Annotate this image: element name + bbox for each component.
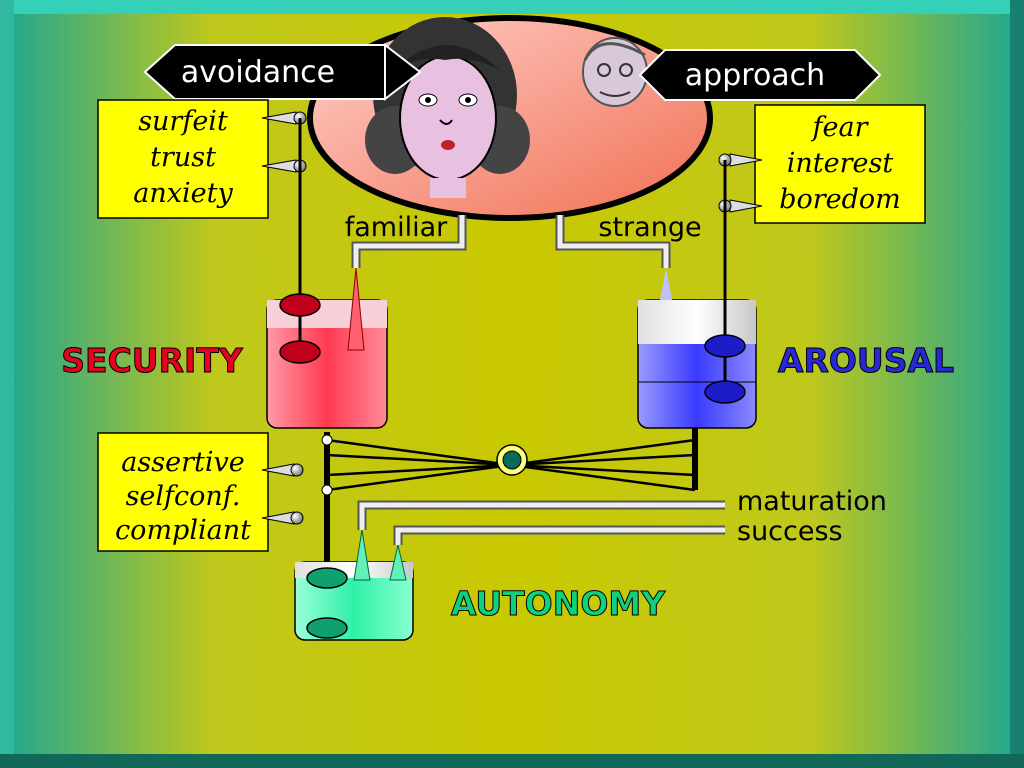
state-surfeit: surfeit (138, 106, 228, 137)
state-interest: interest (787, 148, 894, 179)
familiar-label: familiar (345, 212, 448, 243)
security-label: SECURITY (61, 341, 244, 380)
maturation-pipe (357, 500, 725, 530)
strange-pipe (555, 215, 671, 268)
arousal-states-box: fear interest boredom (754, 104, 926, 224)
success-label: success (737, 516, 843, 547)
arousal-rod (704, 160, 746, 404)
state-boredom: boredom (779, 184, 901, 215)
state-compliant: compliant (115, 515, 251, 546)
state-trust: trust (150, 142, 216, 173)
security-states-box: surfeit trust anxiety (97, 99, 269, 219)
strange-label: strange (598, 212, 701, 243)
success-pipe (393, 525, 725, 545)
old-man-face-icon (582, 37, 648, 107)
woman-face-icon (365, 17, 530, 198)
autonomy-label: AUTONOMY (451, 584, 666, 623)
approach-arrow: approach (638, 49, 882, 101)
security-rod (279, 118, 321, 364)
familiar-pipe (351, 215, 467, 268)
avoidance-arrow: avoidance (143, 42, 422, 102)
arousal-label: AROUSAL (778, 341, 954, 380)
avoidance-label: avoidance (181, 55, 335, 90)
state-anxiety: anxiety (133, 178, 233, 209)
approach-label: approach (685, 58, 825, 93)
autonomy-tank (294, 529, 414, 641)
state-fear: fear (811, 112, 870, 143)
autonomy-states-box: assertive selfconf. compliant (97, 432, 269, 552)
maturation-label: maturation (737, 486, 887, 517)
state-assertive: assertive (121, 447, 244, 478)
state-selfconf: selfconf. (126, 481, 241, 512)
pointer-markers (261, 111, 763, 525)
